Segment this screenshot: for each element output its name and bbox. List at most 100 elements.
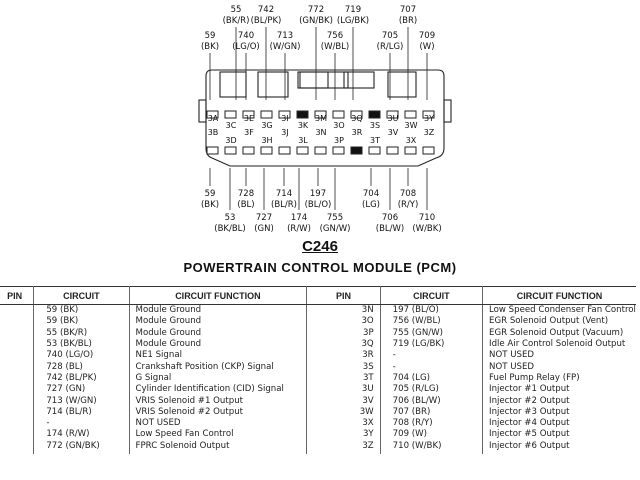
top-wire-number: 707 — [400, 5, 416, 15]
pin-cell — [0, 384, 35, 396]
function-cell: VRIS Solenoid #1 Output — [129, 395, 308, 407]
housing-latch-left — [198, 99, 207, 123]
bottom-wire-number: 706 — [382, 213, 398, 223]
top-wire-number: 55 — [231, 5, 242, 15]
bottom-wire-color: (BK) — [201, 200, 219, 210]
housing-latch-right — [443, 99, 452, 123]
circuit-cell: 713 (W/GN) — [33, 395, 130, 407]
pin-cell — [0, 304, 35, 317]
circuit-cell: 740 (LG/O) — [33, 350, 130, 362]
terminal-3c — [224, 110, 237, 119]
bottom-wire-number: 53 — [225, 213, 236, 223]
connector-code: C246 — [302, 238, 338, 255]
top-wire-color: (LG/O) — [232, 42, 260, 52]
pin-label-3k: 3K — [298, 121, 309, 130]
terminal-3a — [206, 110, 219, 119]
header-pin: PIN — [306, 286, 381, 305]
terminal-3u — [386, 110, 399, 119]
terminal-3m — [314, 110, 327, 119]
pin-cell — [0, 361, 35, 373]
pin-cell — [0, 406, 35, 418]
pin-cell — [0, 429, 35, 441]
pin-cell: 3W — [306, 406, 381, 418]
pin-label-3j: 3J — [281, 128, 288, 137]
bottom-wire-color: (R/Y) — [398, 200, 419, 210]
top-wire-number: 709 — [419, 31, 435, 41]
circuit-cell: 197 (BL/O) — [380, 304, 484, 317]
pin-label-3d: 3D — [225, 136, 236, 145]
function-cell: NOT USED — [489, 361, 534, 372]
module-title: POWERTRAIN CONTROL MODULE (PCM) — [183, 260, 457, 275]
pin-cell: 3P — [306, 327, 381, 339]
circuit-cell: - — [380, 361, 484, 373]
circuit-cell: 53 (BK/BL) — [33, 338, 130, 351]
terminal-3j — [278, 146, 291, 155]
pin-cell — [0, 350, 35, 362]
function-cell: Module Ground — [129, 316, 308, 328]
pin-label-3s: 3S — [370, 121, 380, 130]
function-cell: EGR Solenoid Output (Vacuum) — [489, 327, 624, 338]
circuit-cell: 719 (LG/BK) — [380, 338, 484, 351]
pin-cell: 3N — [306, 304, 381, 317]
table-row: 728 (BL)Crankshaft Position (CKP) Signal… — [0, 361, 636, 373]
top-wire-color: (BL/PK) — [251, 16, 282, 26]
bottom-wire-color: (BL/R) — [271, 200, 297, 210]
pin-label-3u: 3U — [388, 114, 399, 123]
function-cell: Crankshaft Position (CKP) Signal — [129, 361, 308, 373]
circuit-cell: 55 (BK/R) — [33, 327, 130, 339]
circuit-cell: 756 (W/BL) — [380, 316, 484, 328]
function-cell: Module Ground — [129, 304, 308, 317]
circuit-cell: 706 (BL/W) — [380, 395, 484, 407]
circuit-cell: 174 (R/W) — [33, 429, 130, 441]
connector-housing — [205, 69, 445, 167]
circuit-cell: - — [380, 350, 484, 362]
pin-cell: 3Y — [306, 429, 381, 441]
pin-table: PIN CIRCUIT CIRCUIT FUNCTION PIN CIRCUIT… — [0, 286, 636, 454]
circuit-cell: 708 (R/Y) — [380, 417, 484, 430]
bottom-wire-number: 174 — [291, 213, 307, 223]
top-wire-color: (W/GN) — [270, 42, 301, 52]
terminal-3k — [296, 110, 309, 119]
pin-cell — [0, 372, 35, 385]
pin-label-3g: 3G — [261, 121, 272, 130]
connector-diagram: 3A3C3E3G3I3K3M3O3Q3S3U3W3Y3B3D3F3H3J3L3N… — [198, 5, 452, 234]
terminal-3z — [422, 146, 435, 155]
terminal-3p — [332, 146, 345, 155]
pin-label-3n: 3N — [315, 128, 326, 137]
function-cell: NE1 Signal — [129, 350, 308, 362]
pin-cell: 3O — [306, 316, 381, 328]
top-wire-color: (BK) — [201, 42, 219, 52]
pin-cell: 3Q — [306, 338, 381, 351]
table-header-row: PIN CIRCUIT CIRCUIT FUNCTION PIN CIRCUIT… — [0, 286, 636, 305]
terminal-3t — [368, 146, 381, 155]
top-wire-number: 772 — [308, 5, 324, 15]
top-wire-number: 742 — [258, 5, 274, 15]
terminal-3v — [386, 146, 399, 155]
pin-cell: 3X — [306, 417, 381, 430]
pin-label-3w: 3W — [405, 121, 418, 130]
terminal-3r — [350, 146, 363, 155]
header-pin: PIN — [0, 286, 35, 305]
function-cell: Module Ground — [129, 327, 308, 339]
function-cell: Low Speed Condenser Fan Control — [489, 305, 636, 316]
bottom-wire-color: (R/W) — [287, 224, 311, 234]
top-wire-number: 756 — [327, 31, 343, 41]
pin-cell: 3V — [306, 395, 381, 407]
bottom-wire-number: 704 — [363, 189, 379, 199]
function-cell: Injector #4 Output — [489, 418, 570, 429]
circuit-cell: 728 (BL) — [33, 361, 130, 373]
top-wire-number: 59 — [205, 31, 216, 41]
function-cell: Module Ground — [129, 338, 308, 351]
bottom-wire-number: 710 — [419, 213, 435, 223]
pin-cell — [0, 395, 35, 407]
terminal-3q — [350, 110, 363, 119]
terminal-3d — [224, 146, 237, 155]
keyway-slot-3 — [297, 71, 329, 89]
